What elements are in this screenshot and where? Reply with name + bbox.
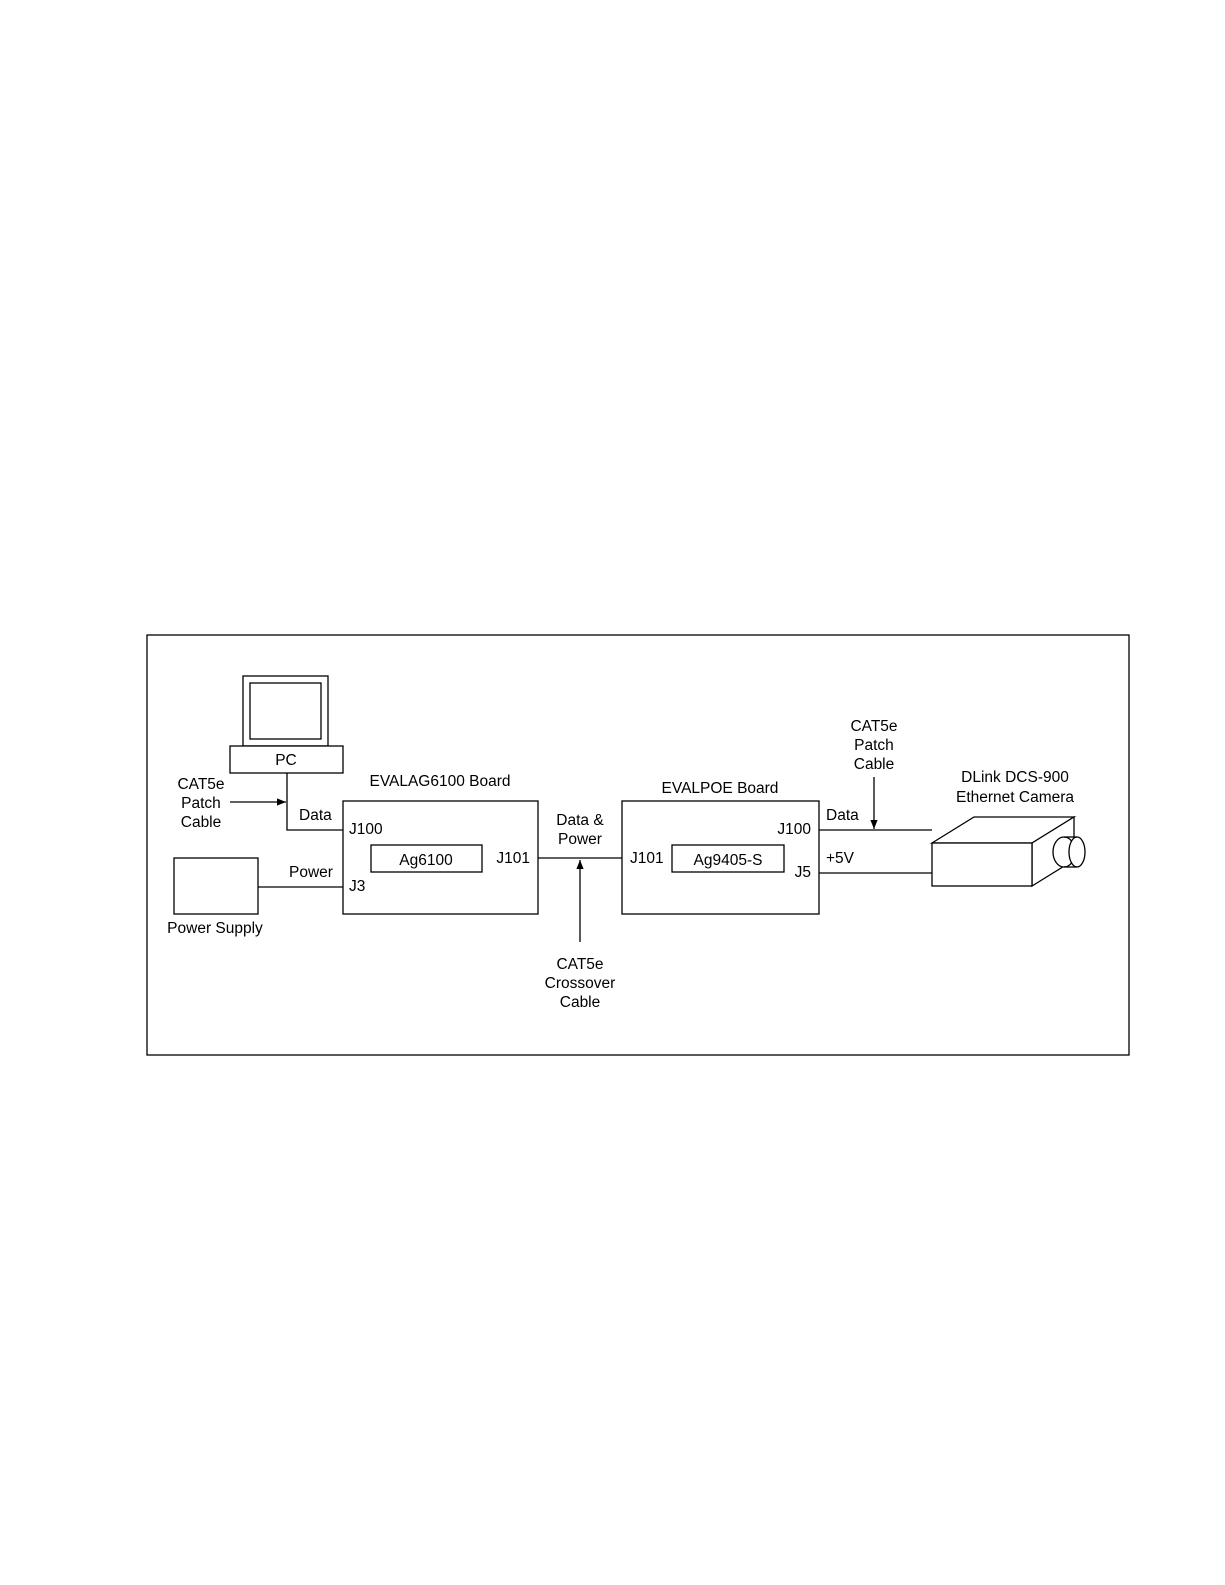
svg-text:Cable: Cable (854, 756, 895, 773)
power-supply-label: Power Supply (167, 920, 263, 937)
svg-text:Patch: Patch (181, 795, 221, 812)
power-link-label: Power (289, 864, 333, 881)
data-power-link-label: Data & Power (556, 812, 604, 848)
svg-text:Power: Power (558, 831, 602, 848)
evalpoe-board-title: EVALPOE Board (662, 780, 779, 797)
svg-text:Ethernet Camera: Ethernet Camera (956, 789, 1074, 806)
camera-power-label: +5V (826, 850, 855, 867)
svg-text:Cable: Cable (181, 814, 222, 831)
camera-label: DLink DCS-900 Ethernet Camera (956, 769, 1074, 806)
ag9405-chip-label: Ag9405-S (694, 852, 763, 869)
svg-text:DLink DCS-900: DLink DCS-900 (961, 769, 1069, 786)
camera-cable-label: CAT5e Patch Cable (850, 718, 897, 773)
pc-data-link-label: Data (299, 807, 332, 824)
camera-icon (932, 817, 1085, 886)
evalag-j101-label: J101 (496, 850, 530, 867)
pc-cable-label: CAT5e Patch Cable (177, 776, 224, 831)
svg-text:CAT5e: CAT5e (177, 776, 224, 793)
pc-label: PC (275, 752, 297, 769)
power-supply-box (174, 858, 258, 914)
evalag-j100-label: J100 (349, 821, 383, 838)
camera-data-label: Data (826, 807, 859, 824)
svg-text:CAT5e: CAT5e (850, 718, 897, 735)
evalpoe-j100-label: J100 (777, 821, 811, 838)
crossover-cable-label: CAT5e Crossover Cable (545, 956, 616, 1011)
svg-text:Patch: Patch (854, 737, 894, 754)
evalag-board-title: EVALAG6100 Board (369, 773, 510, 790)
evalag-j3-label: J3 (349, 878, 365, 895)
svg-text:Data &: Data & (556, 812, 604, 829)
svg-text:Cable: Cable (560, 994, 601, 1011)
evalpoe-j5-label: J5 (795, 864, 811, 881)
svg-text:CAT5e: CAT5e (556, 956, 603, 973)
ag6100-chip-label: Ag6100 (399, 852, 453, 869)
evalpoe-j101-label: J101 (630, 850, 664, 867)
svg-text:Crossover: Crossover (545, 975, 616, 992)
